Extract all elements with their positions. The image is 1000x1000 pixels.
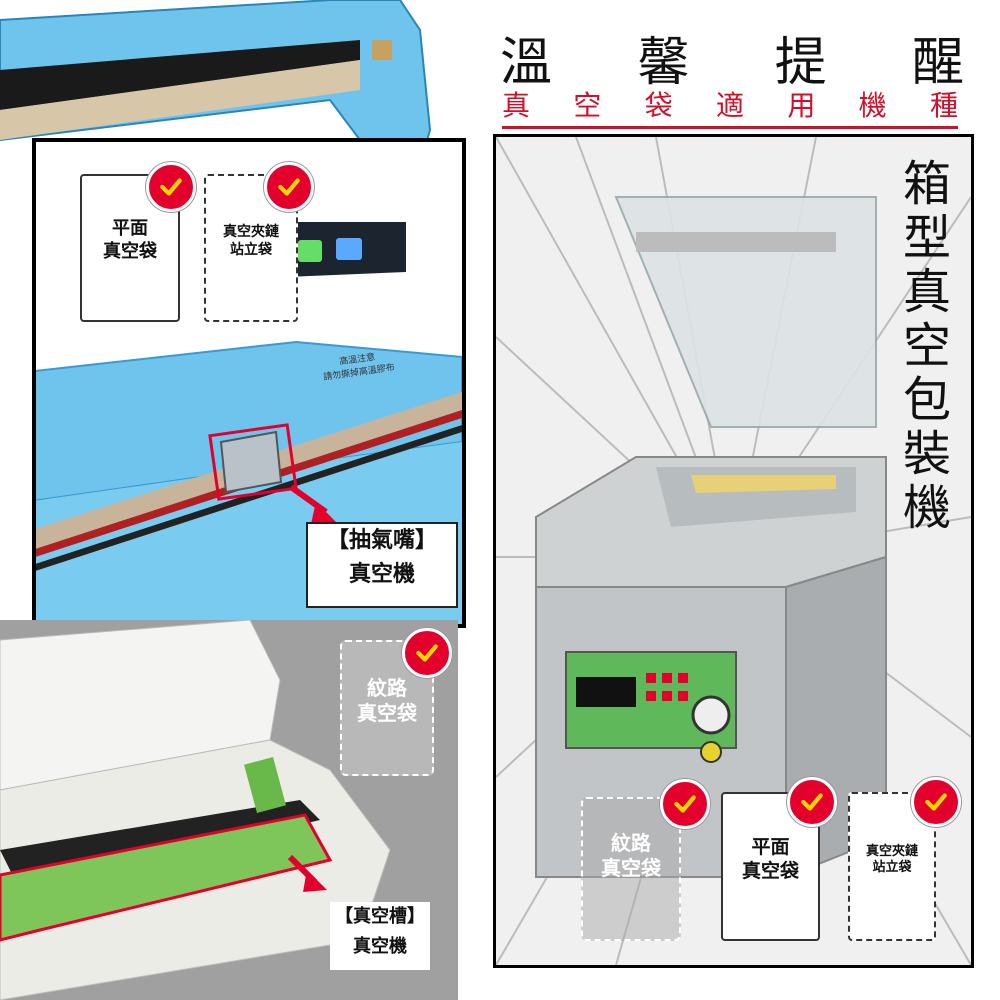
title-char: 醒 bbox=[911, 33, 970, 93]
vertical-title-char: 箱 bbox=[902, 156, 951, 212]
check-icon bbox=[264, 162, 314, 212]
nozzle-caption: 【抽氣嘴】 真空機 bbox=[306, 522, 458, 608]
check-icon bbox=[402, 628, 452, 678]
box-machine-title: 箱 型 真 空 包 裝 機 bbox=[897, 157, 957, 535]
title-char: 溫 bbox=[500, 33, 559, 93]
slot-machine-body-svg bbox=[0, 620, 391, 1000]
vertical-title-char: 裝 bbox=[902, 426, 951, 482]
arrow-icon bbox=[287, 854, 327, 892]
subtitle-char: 空 bbox=[573, 89, 602, 122]
subtitle-char: 用 bbox=[787, 89, 816, 122]
bag-label: 紋路 真空袋 bbox=[601, 831, 661, 880]
panel-slot-machine: 紋路 真空袋 【真空槽】 真空機 bbox=[0, 620, 458, 1000]
subtitle-char: 機 bbox=[858, 89, 887, 122]
panel-nozzle-machine: 平面 真空袋 真空夾鏈 站立袋 高溫注意 請勿撕掉高溫膠布 【抽氣嘴】 真空機 bbox=[32, 138, 466, 628]
blue-machine-svg bbox=[0, 0, 432, 212]
subtitle-char: 袋 bbox=[644, 89, 673, 122]
check-icon bbox=[911, 777, 961, 827]
check-icon bbox=[146, 162, 196, 212]
subtitle-char: 真 bbox=[502, 89, 531, 122]
caption-line: 【真空槽】 bbox=[335, 906, 425, 927]
panel-box-vacuum-packer: 箱 型 真 空 包 裝 機 紋路 真空袋 平面 真空袋 真空夾鏈 站立袋 bbox=[493, 134, 974, 968]
bag-label: 平面 真空袋 bbox=[741, 836, 799, 882]
check-icon bbox=[787, 777, 837, 827]
blue-machine-illustration bbox=[0, 0, 470, 640]
check-icon bbox=[660, 779, 710, 829]
caption-line: 真空機 bbox=[348, 562, 415, 587]
subtitle-char: 種 bbox=[929, 89, 958, 122]
page-title: 溫 馨 提 醒 bbox=[500, 20, 970, 93]
caption-line: 【抽氣嘴】 bbox=[326, 528, 437, 553]
slot-caption: 【真空槽】 真空機 bbox=[330, 902, 430, 970]
subtitle-char: 適 bbox=[715, 89, 744, 122]
vertical-title-char: 真 bbox=[902, 264, 951, 320]
title-char: 馨 bbox=[637, 33, 696, 93]
vertical-title-char: 包 bbox=[902, 372, 951, 428]
textured-vacuum-bag: 紋路 真空袋 bbox=[581, 797, 681, 941]
title-char: 提 bbox=[774, 33, 833, 93]
arrow-icon bbox=[289, 484, 336, 524]
bag-label: 真空夾鏈 站立袋 bbox=[865, 844, 918, 876]
bag-label: 真空夾鏈 站立袋 bbox=[223, 224, 279, 258]
bag-label: 平面 真空袋 bbox=[103, 218, 157, 262]
page-subtitle: 真 空 袋 適 用 機 種 bbox=[502, 84, 958, 129]
caption-line: 真空機 bbox=[353, 936, 407, 957]
vertical-title-char: 型 bbox=[902, 210, 951, 266]
vertical-title-char: 空 bbox=[902, 318, 951, 374]
bag-label: 紋路 真空袋 bbox=[357, 676, 417, 725]
vertical-title-char: 機 bbox=[902, 480, 951, 536]
